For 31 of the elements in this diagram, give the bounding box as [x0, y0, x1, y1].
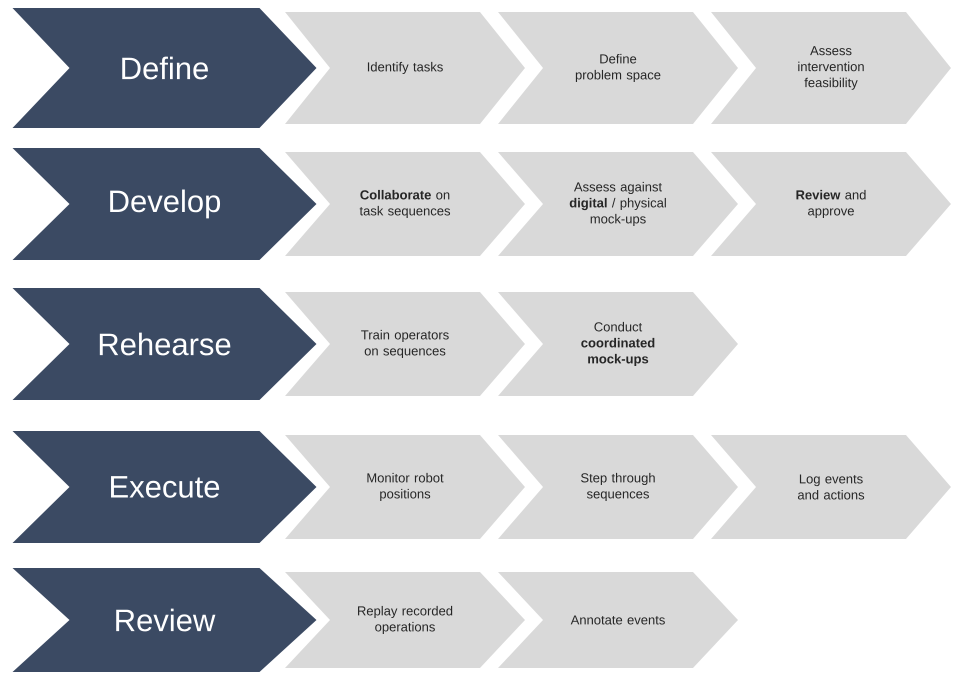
node-label: Assess against digital / physical mock-ups — [570, 182, 666, 226]
stage-box: Develop — [12, 148, 316, 260]
step-box: Monitor robot positions — [285, 434, 525, 539]
step-box: Step through sequences — [498, 434, 738, 539]
stage-box: Rehearse — [12, 288, 316, 400]
node-label: Review and approve — [796, 190, 866, 218]
node-label: Log events and actions — [798, 474, 864, 500]
stage-box: Define — [12, 8, 316, 128]
node-label: Conduct coordinated mock-ups — [581, 322, 654, 366]
step-box: Assess against digital / physical mock-ups — [498, 152, 738, 256]
step-box: Collaborate on task sequences — [285, 152, 525, 256]
node-label: Collaborate on task sequences — [360, 190, 450, 218]
step-box: Train operators on sequences — [285, 292, 525, 396]
step-box: Annotate events — [498, 572, 738, 668]
node-label: Train operators on sequences — [361, 330, 449, 358]
step-box: Replay recorded operations — [285, 572, 525, 668]
stage-box: Execute — [12, 430, 316, 543]
node-label: Annotate events — [570, 615, 665, 625]
stage-box: Review — [12, 568, 316, 672]
step-box: Conduct coordinated mock-ups — [498, 292, 738, 396]
step-box: Define problem space — [498, 12, 738, 124]
step-box: Review and approve — [711, 152, 951, 256]
step-box: Identify tasks — [285, 12, 525, 124]
node-label: Monitor robot positions — [367, 472, 444, 502]
node-label: Identify tasks — [368, 62, 443, 74]
step-box: Assess intervention feasibility — [711, 12, 951, 124]
node-label: Assess intervention feasibility — [798, 46, 864, 90]
node-label: Step through sequences — [581, 472, 655, 502]
step-box: Log events and actions — [711, 434, 951, 539]
node-label: Replay recorded operations — [358, 606, 452, 634]
node-label: Define problem space — [576, 54, 660, 82]
